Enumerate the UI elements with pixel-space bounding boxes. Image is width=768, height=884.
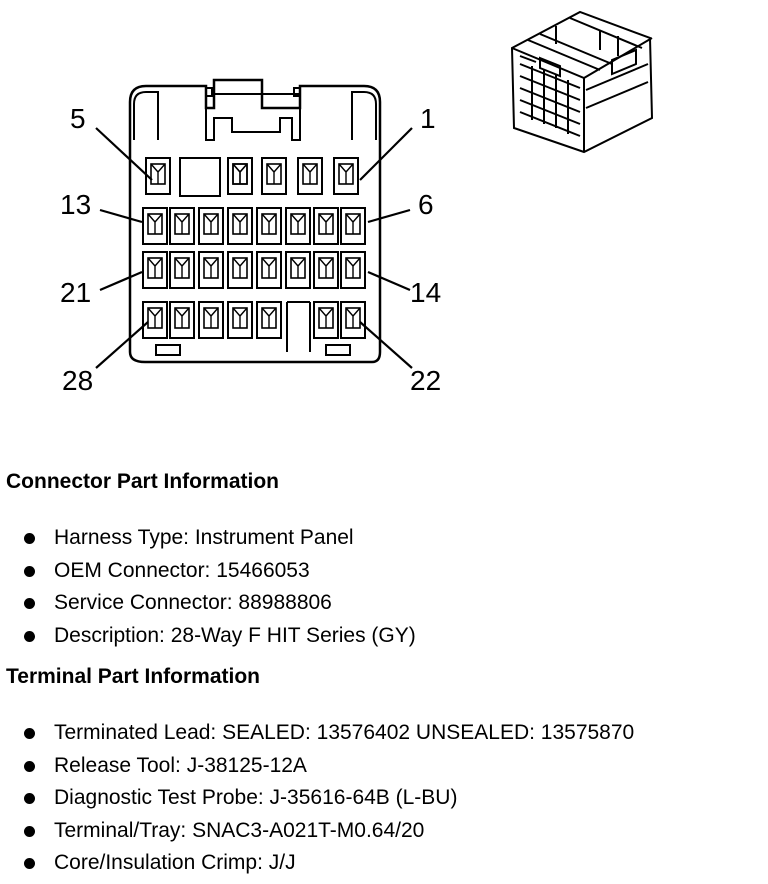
leader-lines — [95, 127, 413, 369]
bullet-icon — [24, 858, 35, 869]
bullet-icon — [24, 728, 35, 739]
pin-label-1: 1 — [420, 103, 436, 134]
terminal-cavity — [227, 301, 253, 339]
bullet-icon — [24, 533, 35, 544]
terminal-cavity — [227, 157, 253, 195]
list-item: Diagnostic Test Probe: J-35616-64B (L-BU… — [24, 782, 634, 815]
bullet-icon — [24, 565, 35, 577]
terminal-cavity — [285, 251, 311, 289]
terminal-cavity — [297, 157, 323, 195]
list-item: Terminated Lead: SEALED: 13576402 UNSEAL… — [24, 717, 634, 750]
terminal-cavity — [227, 207, 253, 245]
pin-label-13: 13 — [60, 189, 91, 220]
terminal-cavity — [145, 157, 171, 195]
list-item-text: Harness Type: Instrument Panel — [54, 526, 354, 549]
terminal-part-heading: Terminal Part Information — [6, 665, 260, 688]
terminal-cavity — [313, 301, 339, 339]
terminal-cavity — [169, 301, 195, 339]
list-item: OEM Connector: 15466053 — [24, 555, 416, 588]
connector-3d-view — [510, 10, 654, 154]
list-item-text: Description: 28-Way F HIT Series (GY) — [54, 623, 416, 647]
bullet-icon — [24, 630, 35, 642]
terminal-cavity — [333, 157, 359, 195]
list-item-text: Diagnostic Test Probe: J-35616-64B (L-BU… — [54, 786, 458, 809]
bullet-icon — [24, 760, 35, 772]
connector-face-diagram: 5 1 13 6 21 14 28 22 — [60, 10, 654, 396]
terminal-cavity — [169, 251, 195, 289]
list-item-text: OEM Connector: 15466053 — [54, 558, 310, 582]
pin-label-28: 28 — [62, 365, 93, 396]
list-item-text: Terminated Lead: SEALED: 13576402 UNSEAL… — [54, 721, 635, 744]
list-item: Terminal/Tray: SNAC3-A021T-M0.64/20 — [24, 815, 634, 848]
terminal-cavity — [340, 301, 366, 339]
terminal-cavity — [340, 251, 366, 289]
connector-part-list: Harness Type: Instrument Panel OEM Conne… — [24, 522, 416, 652]
terminal-cavity — [198, 207, 224, 245]
corner-ribs — [133, 91, 377, 140]
list-item: Service Connector: 88988806 — [24, 587, 416, 620]
list-item: Release Tool: J-38125-12A — [24, 750, 634, 783]
terminal-part-list: Terminated Lead: SEALED: 13576402 UNSEAL… — [24, 717, 634, 880]
list-item: Harness Type: Instrument Panel — [24, 522, 416, 555]
bullet-icon — [24, 793, 35, 804]
terminal-cavities — [142, 157, 366, 339]
pin-label-22: 22 — [410, 365, 441, 396]
connector-body-outline — [128, 78, 382, 364]
list-item: Core/Insulation Crimp: J/J — [24, 847, 634, 880]
connector-part-heading: Connector Part Information — [6, 470, 280, 493]
terminal-cavity — [340, 207, 366, 245]
terminal-cavity — [256, 207, 282, 245]
terminal-cavity — [142, 207, 168, 245]
bullet-icon — [24, 598, 35, 609]
list-item-text: Service Connector: 88988806 — [54, 591, 332, 614]
list-item: Description: 28-Way F HIT Series (GY) — [24, 620, 416, 653]
latch-detail — [205, 86, 301, 141]
pin-label-5: 5 — [70, 103, 86, 134]
terminal-cavity — [227, 251, 253, 289]
terminal-cavity — [256, 251, 282, 289]
keyway-notch — [286, 301, 311, 352]
bottom-tabs — [155, 344, 351, 356]
terminal-cavity — [169, 207, 195, 245]
terminal-cavity — [198, 301, 224, 339]
pin-label-14: 14 — [410, 277, 441, 308]
bullet-icon — [24, 825, 35, 837]
terminal-cavity — [198, 251, 224, 289]
terminal-cavity — [313, 207, 339, 245]
pin-label-6: 6 — [418, 189, 434, 220]
list-item-text: Release Tool: J-38125-12A — [54, 753, 307, 777]
terminal-cavity — [142, 301, 168, 339]
list-item-text: Core/Insulation Crimp: J/J — [54, 851, 296, 874]
terminal-cavity — [261, 157, 287, 195]
pin-label-21: 21 — [60, 277, 91, 308]
terminal-cavity — [142, 251, 168, 289]
blank-cavity — [179, 157, 221, 197]
terminal-cavity — [313, 251, 339, 289]
list-item-text: Terminal/Tray: SNAC3-A021T-M0.64/20 — [54, 818, 425, 842]
terminal-cavity — [256, 301, 282, 339]
terminal-cavity — [285, 207, 311, 245]
